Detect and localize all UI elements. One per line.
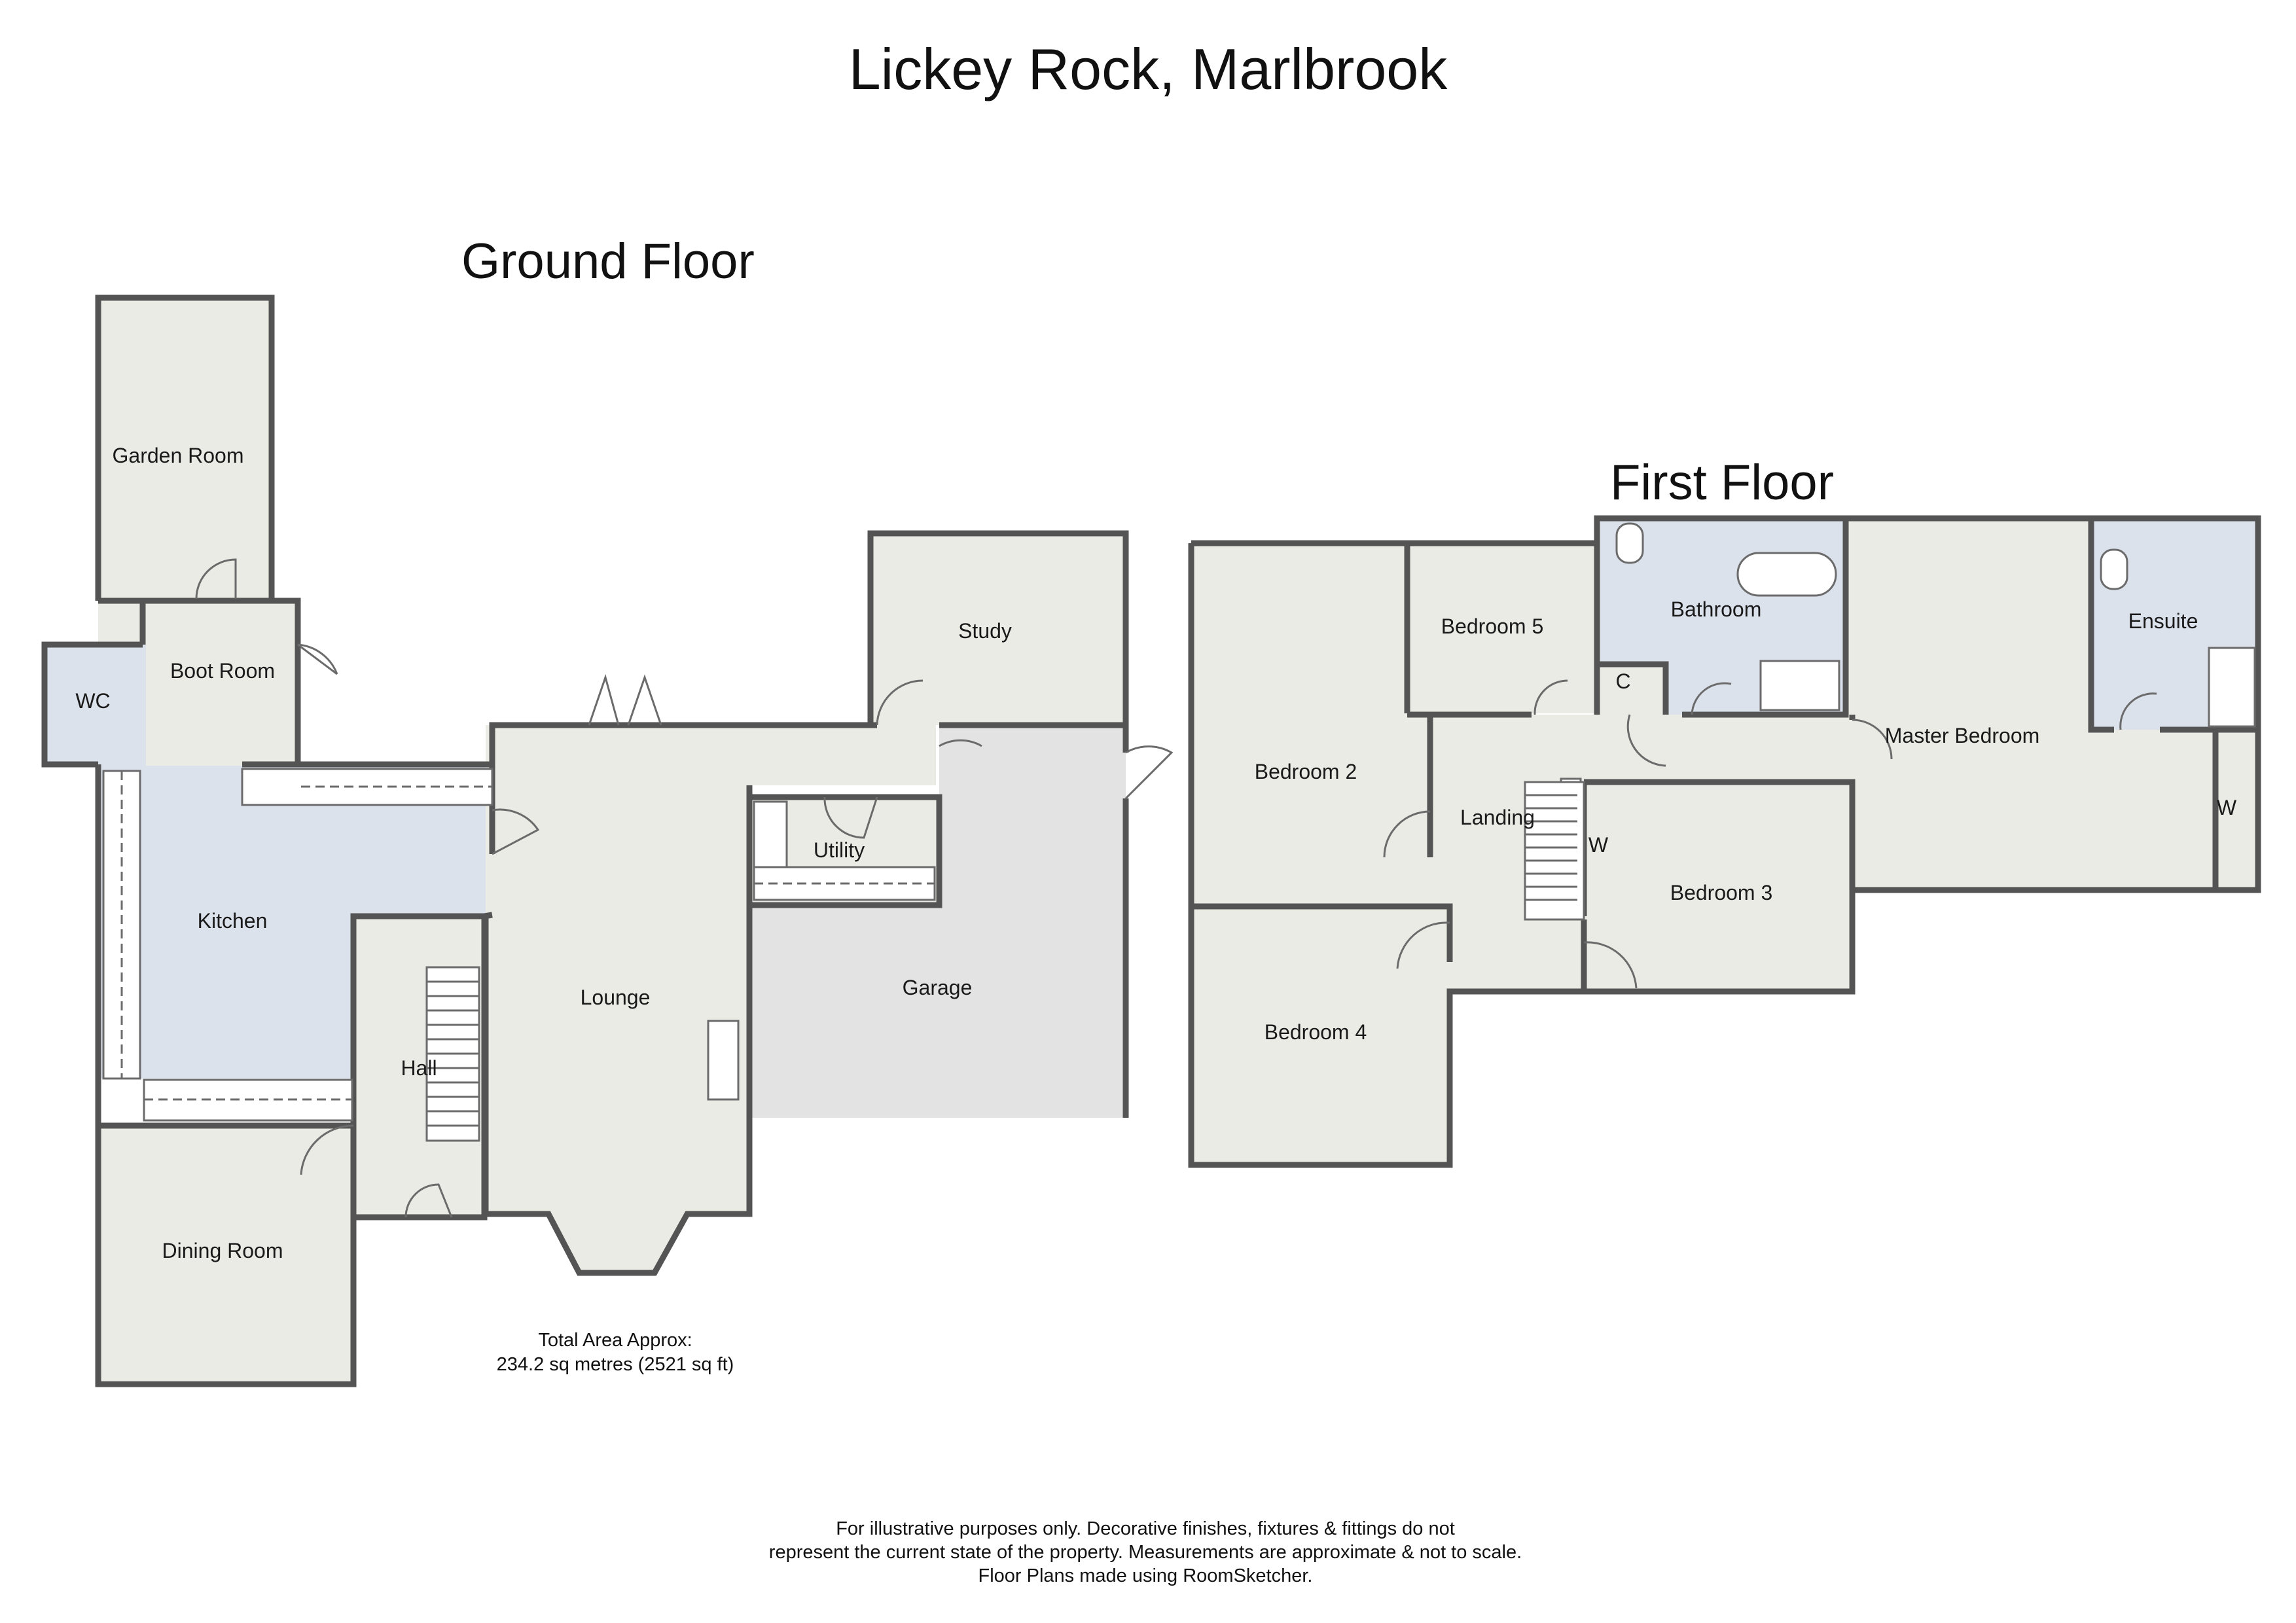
disclaimer: For illustrative purposes only. Decorati… bbox=[589, 1517, 1702, 1588]
label-utility: Utility bbox=[814, 838, 865, 862]
disclaimer-line-2: represent the current state of the prope… bbox=[768, 1542, 1522, 1563]
disclaimer-line-3: Floor Plans made using RoomSketcher. bbox=[978, 1565, 1313, 1586]
study-floor bbox=[870, 533, 1126, 725]
label-lounge: Lounge bbox=[581, 986, 651, 1009]
label-wc: WC bbox=[75, 689, 110, 713]
label-bedroom-2: Bedroom 2 bbox=[1255, 760, 1357, 783]
room-labels: Garden Room Boot Room WC Kitchen Hall Di… bbox=[75, 444, 2237, 1262]
total-area-value: 234.2 sq metres (2521 sq ft) bbox=[496, 1354, 734, 1375]
label-bedroom-5: Bedroom 5 bbox=[1441, 615, 1544, 638]
ground-floor-walls bbox=[41, 294, 1129, 1387]
total-area: Total Area Approx: 234.2 sq metres (2521… bbox=[432, 1329, 798, 1377]
bedroom-2-floor bbox=[1191, 543, 1430, 910]
label-garage: Garage bbox=[903, 976, 973, 999]
dining-room-floor bbox=[98, 1126, 353, 1381]
disclaimer-line-1: For illustrative purposes only. Decorati… bbox=[836, 1518, 1455, 1539]
lounge-floor bbox=[486, 725, 936, 1273]
bedroom-3-floor bbox=[1584, 782, 1849, 991]
ground-floor-fixtures bbox=[102, 558, 1174, 1218]
label-cupboard: C bbox=[1615, 669, 1630, 693]
kitchen-floor bbox=[99, 766, 492, 1079]
label-master-bedroom: Master Bedroom bbox=[1885, 724, 2040, 747]
cupboard-floor bbox=[1597, 664, 1666, 717]
garden-room-floor bbox=[98, 298, 272, 599]
bedroom-4-floor bbox=[1191, 910, 1450, 1165]
label-garden-room: Garden Room bbox=[113, 444, 244, 467]
first-floor-title: First Floor bbox=[1610, 455, 1834, 510]
label-study: Study bbox=[958, 619, 1012, 643]
label-landing: Landing bbox=[1460, 806, 1535, 829]
total-area-heading: Total Area Approx: bbox=[538, 1330, 692, 1351]
wc-floor bbox=[45, 645, 146, 766]
label-ensuite: Ensuite bbox=[2128, 609, 2198, 633]
label-wardrobe-master: W bbox=[2217, 796, 2237, 819]
label-wardrobe-bedroom-3: W bbox=[1588, 833, 1609, 857]
ground-floor-title: Ground Floor bbox=[461, 234, 755, 289]
master-bedroom-floor bbox=[1846, 518, 2258, 890]
bedroom-5-floor bbox=[1407, 543, 1597, 713]
label-bedroom-4: Bedroom 4 bbox=[1265, 1020, 1367, 1044]
label-kitchen: Kitchen bbox=[198, 909, 268, 933]
label-bathroom: Bathroom bbox=[1671, 597, 1762, 621]
label-boot-room: Boot Room bbox=[170, 659, 275, 683]
label-dining-room: Dining Room bbox=[162, 1239, 283, 1262]
ground-floor bbox=[45, 298, 1126, 1381]
label-hall: Hall bbox=[401, 1056, 437, 1080]
first-floor-fixtures bbox=[1383, 522, 2256, 989]
label-bedroom-3: Bedroom 3 bbox=[1670, 881, 1773, 904]
plan-title: Lickey Rock, Marlbrook bbox=[848, 37, 1448, 101]
garage-floor bbox=[749, 725, 1126, 1118]
